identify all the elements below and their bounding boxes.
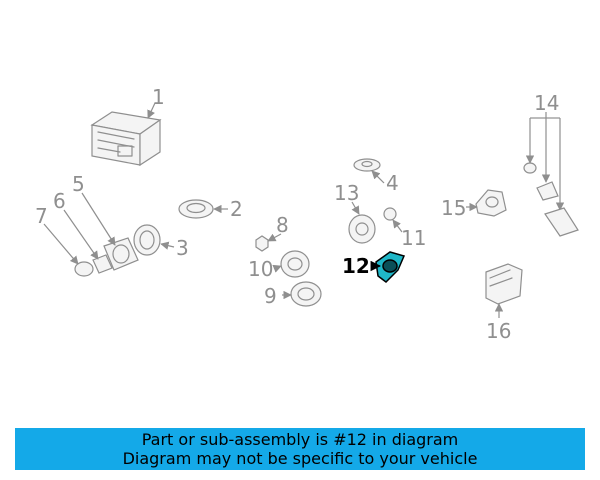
info-banner: Part or sub-assembly is #12 in diagram D… xyxy=(15,428,585,470)
callout-12: 12 xyxy=(342,254,370,278)
part-3-speaker: 3 xyxy=(133,224,189,260)
parts-diagram: 1 2 3 4 5 6 7 xyxy=(35,85,579,343)
part-15-housing: 15 xyxy=(441,189,507,220)
part-8-nut: 8 xyxy=(255,213,289,252)
banner-line-2: Diagram may not be specific to your vehi… xyxy=(122,449,478,468)
callout-14: 14 xyxy=(534,91,559,115)
part-2-tweeter: 2 xyxy=(178,197,243,221)
callout-9: 9 xyxy=(264,284,277,308)
callout-4: 4 xyxy=(386,171,399,195)
part-9-speaker: 9 xyxy=(264,281,322,308)
callout-13: 13 xyxy=(334,181,359,205)
callout-10: 10 xyxy=(248,257,273,281)
part-10-speaker: 10 xyxy=(248,250,310,281)
part-6-housing: 6 xyxy=(53,189,113,274)
part-12-speaker-highlighted: 12 xyxy=(342,251,406,283)
callout-2: 2 xyxy=(230,197,243,221)
part-11-clip: 11 xyxy=(383,207,426,250)
part-16-module: 16 xyxy=(485,263,523,343)
callout-16: 16 xyxy=(486,319,511,343)
callout-1: 1 xyxy=(152,85,165,109)
part-13-speaker: 13 xyxy=(334,181,376,244)
callout-5: 5 xyxy=(72,172,85,196)
callout-7: 7 xyxy=(35,204,48,228)
part-1-amplifier: 1 xyxy=(90,85,165,167)
part-5-speaker-frame: 5 xyxy=(72,172,139,271)
banner-line-1: Part or sub-assembly is #12 in diagram xyxy=(141,430,459,449)
callout-15: 15 xyxy=(441,196,466,220)
part-4-grommet: 4 xyxy=(353,158,399,195)
part-14-bracket: 14 xyxy=(523,91,579,237)
callout-8: 8 xyxy=(276,213,289,237)
callout-3: 3 xyxy=(176,236,189,260)
part-7-cap: 7 xyxy=(35,204,94,277)
callout-11: 11 xyxy=(401,226,426,250)
callout-6: 6 xyxy=(53,189,66,213)
